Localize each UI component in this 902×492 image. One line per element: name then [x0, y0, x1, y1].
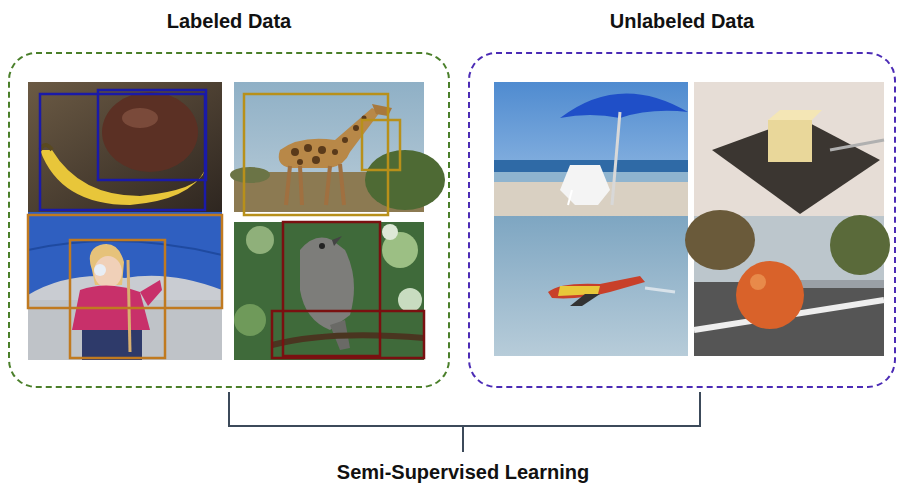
umbrella-girl-photo-part: [28, 215, 222, 308]
bird-photo-part: [398, 288, 422, 312]
giraffe-photo-part: [291, 116, 367, 166]
orange-photo-part: [790, 280, 884, 288]
bracket: [229, 392, 700, 452]
giraffe-photo-part: [342, 137, 348, 143]
umbrella-girl-photo-part: [94, 256, 122, 288]
jet-photo: [494, 216, 688, 356]
giraffe-photo-part: [332, 149, 338, 155]
labeled-region: Labeled Data: [8, 52, 450, 388]
bird-photo-part: [300, 238, 354, 330]
beach-photo-part: [612, 112, 620, 205]
giraffe-photo-part: [300, 166, 302, 205]
unlabeled-region: Unlabeled Data: [468, 52, 896, 388]
beach-photo-part: [560, 165, 610, 205]
bracket-part: [229, 392, 700, 426]
banana-photo-part: [28, 82, 222, 212]
giraffe-photo-part: [362, 120, 400, 170]
region-heading: Labeled Data: [167, 10, 291, 33]
region-heading: Unlabeled Data: [610, 10, 754, 33]
orange-photo: [685, 210, 890, 356]
umbrella-girl-photo-part: [128, 260, 130, 352]
giraffe-photo-part: [326, 166, 330, 205]
bird-photo-part: [332, 236, 342, 246]
orange-photo-part: [750, 274, 766, 290]
bird-photo-part: [272, 335, 424, 345]
umbrella-girl-photo-part: [140, 280, 162, 306]
cheese-photo: [694, 82, 884, 216]
cheese-photo-part: [768, 120, 812, 162]
beach-photo: [494, 82, 688, 216]
orange-photo-part: [736, 261, 804, 329]
giraffe-photo: [230, 82, 445, 215]
orange-photo-part: [830, 215, 890, 275]
giraffe-photo-part: [279, 108, 380, 168]
umbrella-girl-photo-part: [70, 240, 165, 358]
jet-photo-part: [645, 288, 675, 292]
giraffe-photo-part: [230, 167, 270, 183]
bird-photo-part: [382, 224, 398, 240]
cheese-photo-part: [712, 118, 880, 214]
beach-photo-part: [568, 190, 572, 205]
umbrella-girl-photo-part: [82, 330, 142, 360]
beach-photo-part: [494, 82, 688, 216]
giraffe-photo-part: [286, 164, 344, 205]
bird-photo-part: [283, 222, 380, 356]
giraffe-photo-part: [312, 156, 320, 164]
bracket-part: [462, 426, 464, 452]
bird-photo-part: [234, 304, 266, 336]
umbrella-girl-photo-part: [28, 241, 222, 255]
umbrella-girl-photo-part: [28, 212, 222, 295]
cheese-photo-part: [694, 82, 884, 216]
orange-photo-part: [685, 210, 755, 270]
method-label: Semi-Supervised Learning: [337, 461, 589, 484]
cheese-photo-part: [830, 140, 884, 150]
giraffe-photo-part: [365, 150, 445, 210]
giraffe-photo-part: [318, 146, 326, 154]
banana-photo-part: [122, 108, 158, 128]
cheese-photo-part: [768, 110, 822, 120]
giraffe-photo-part: [286, 166, 290, 205]
banana-photo: [28, 82, 222, 212]
banana-photo-part: [40, 94, 205, 210]
beach-photo-part: [560, 93, 688, 118]
bird-photo-part: [272, 311, 424, 358]
bird-photo-part: [246, 226, 274, 254]
giraffe-photo-part: [244, 94, 388, 215]
umbrella-girl-photo: [28, 212, 222, 360]
banana-photo-part: [98, 90, 206, 180]
jet-photo-part: [494, 216, 688, 356]
bird-photo-part: [319, 243, 325, 249]
bird-photo: [234, 222, 424, 360]
giraffe-photo-part: [297, 159, 303, 165]
umbrella-girl-photo-part: [28, 212, 222, 360]
bird-photo-part: [234, 222, 424, 360]
banana-photo-part: [40, 145, 52, 150]
giraffe-photo-part: [304, 144, 312, 152]
umbrella-girl-photo-part: [94, 264, 106, 276]
banana-photo-part: [102, 92, 198, 172]
jet-photo-part: [570, 294, 600, 306]
giraffe-photo-part: [353, 125, 359, 131]
giraffe-photo-part: [291, 148, 299, 156]
giraffe-photo-part: [340, 164, 344, 205]
